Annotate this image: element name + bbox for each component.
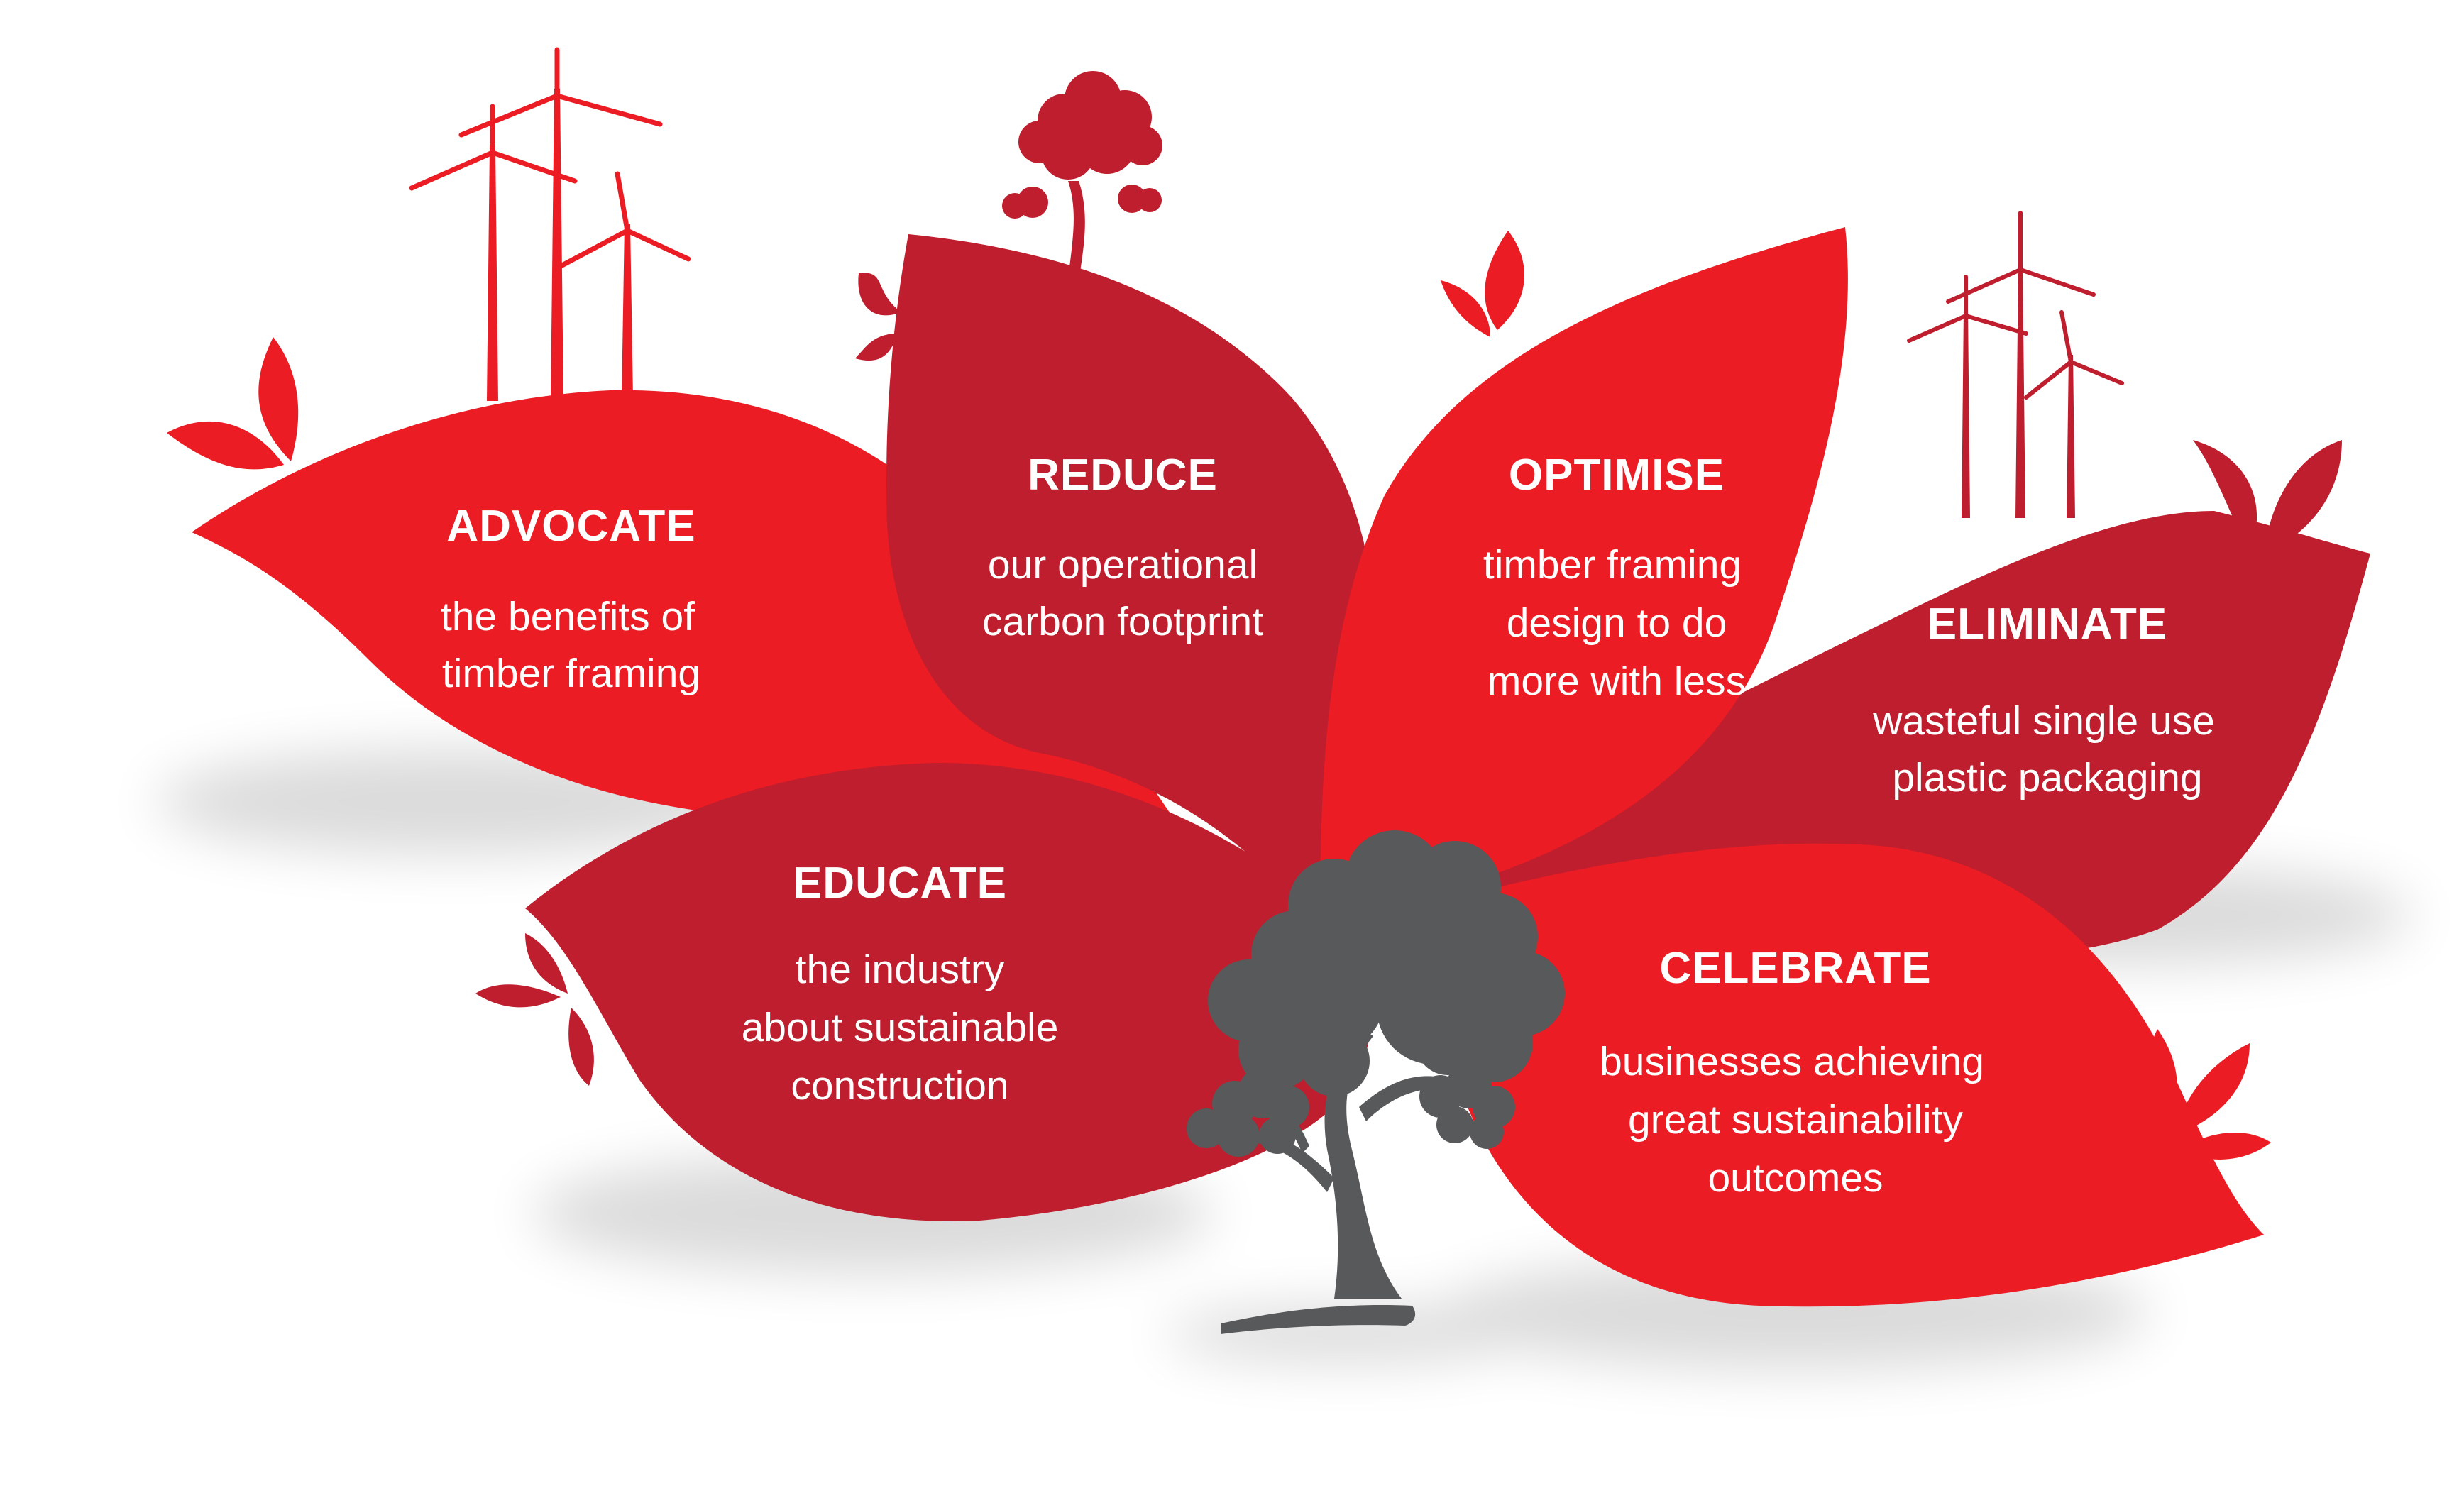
leaf-advocate-shape bbox=[192, 390, 1221, 887]
leaf-optimise-line-1: timber framing bbox=[1483, 542, 1742, 588]
leaf-educate: EDUCATE the industry about sustainable c… bbox=[475, 763, 1373, 1221]
leaf-celebrate-title: CELEBRATE bbox=[1659, 944, 1931, 993]
leaf-eliminate-line-2: plastic packaging bbox=[1892, 755, 2202, 800]
leaf-advocate-label: ADVOCATE the benefits of timber framing bbox=[441, 502, 700, 696]
leaf-eliminate-label: ELIMINATE wasteful single use plastic pa… bbox=[1872, 600, 2215, 800]
leaf-optimise-shape bbox=[1320, 227, 1848, 923]
leaf-educate-label: EDUCATE the industry about sustainable c… bbox=[742, 859, 1059, 1108]
leaf-educate-line-1: the industry bbox=[796, 947, 1005, 992]
leaf-reduce-shape bbox=[886, 234, 1376, 930]
leaf-sprout-icon bbox=[475, 933, 594, 1086]
leaf-celebrate-shape bbox=[1384, 843, 2264, 1307]
leaf-optimise-line-3: more with less bbox=[1487, 659, 1746, 704]
leaf-celebrate-label: CELEBRATE businesses achieving great sus… bbox=[1600, 944, 1984, 1201]
leaf-celebrate-line-1: businesses achieving bbox=[1600, 1039, 1984, 1084]
leaf-sprout-icon bbox=[167, 337, 299, 470]
leaf-celebrate: CELEBRATE businesses achieving great sus… bbox=[1384, 843, 2271, 1307]
leaf-reduce: REDUCE our operational carbon footprint bbox=[855, 71, 1376, 930]
leaf-sprout-icon bbox=[2147, 1029, 2271, 1160]
tree-icon bbox=[1002, 71, 1162, 280]
leaf-educate-shape bbox=[525, 763, 1373, 1221]
leaf-reduce-title: REDUCE bbox=[1028, 451, 1218, 500]
leaf-celebrate-line-3: outcomes bbox=[1707, 1155, 1883, 1201]
leaf-advocate-line-1: the benefits of bbox=[441, 594, 695, 639]
leaf-advocate-line-2: timber framing bbox=[442, 651, 700, 696]
leaf-reduce-line-2: carbon footprint bbox=[982, 599, 1263, 644]
leaf-celebrate-line-2: great sustainability bbox=[1628, 1097, 1964, 1143]
leaf-optimise-line-2: design to do bbox=[1507, 600, 1727, 646]
leaf-educate-title: EDUCATE bbox=[793, 859, 1007, 908]
leaf-optimise-label: OPTIMISE timber framing design to do mor… bbox=[1483, 451, 1746, 704]
leaf-reduce-line-1: our operational bbox=[988, 542, 1258, 588]
tree-icon bbox=[1187, 830, 1565, 1334]
wind-turbine-icon bbox=[1907, 211, 2124, 518]
leaf-optimise-title: OPTIMISE bbox=[1509, 451, 1725, 500]
leaf-sprout-icon bbox=[855, 273, 901, 361]
leaf-educate-line-2: about sustainable bbox=[742, 1005, 1059, 1050]
wind-turbine-icon bbox=[409, 47, 691, 401]
leaf-sprout-icon bbox=[1441, 231, 1524, 337]
leaf-eliminate-title: ELIMINATE bbox=[1927, 600, 2168, 649]
leaf-educate-line-3: construction bbox=[791, 1063, 1008, 1108]
leaf-optimise: OPTIMISE timber framing design to do mor… bbox=[1320, 227, 1848, 923]
leaf-sprout-icon bbox=[2193, 440, 2342, 554]
leaf-eliminate-line-1: wasteful single use bbox=[1872, 698, 2215, 744]
leaf-advocate: ADVOCATE the benefits of timber framing bbox=[167, 47, 1221, 887]
leaf-reduce-label: REDUCE our operational carbon footprint bbox=[982, 451, 1263, 644]
leaf-advocate-title: ADVOCATE bbox=[446, 502, 695, 551]
